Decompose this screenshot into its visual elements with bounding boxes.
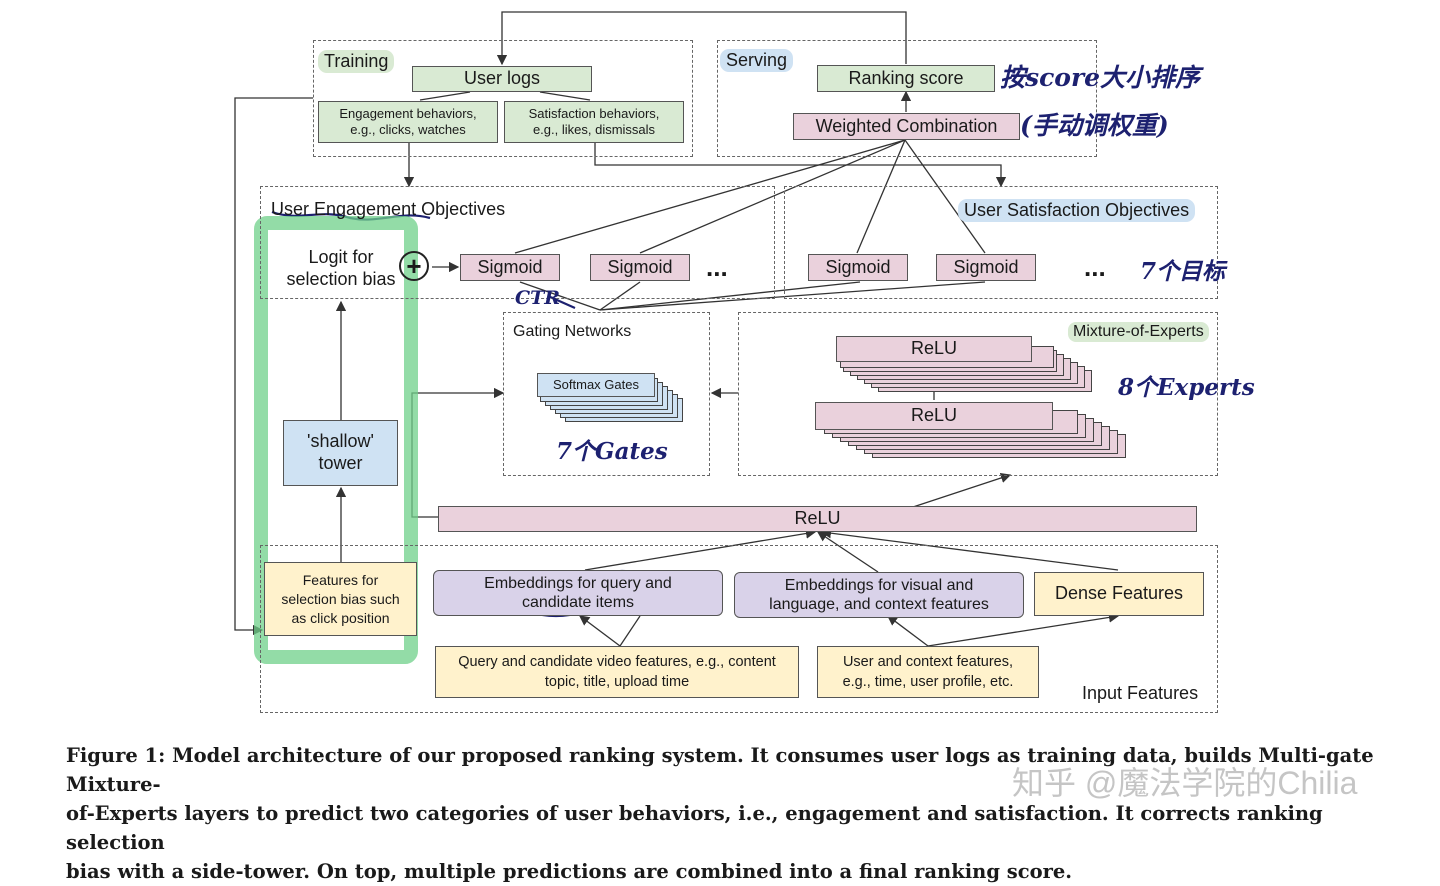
- engagement-line1: Engagement behaviors,: [339, 106, 477, 122]
- caption-line3: bias with a side-tower. On top, multiple…: [66, 860, 1073, 883]
- engagement-behaviors-box: Engagement behaviors, e.g., clicks, watc…: [318, 101, 498, 143]
- dense-features-box: Dense Features: [1034, 572, 1204, 616]
- gating-networks-region: [503, 312, 710, 476]
- satisfaction-line1: Satisfaction behaviors,: [528, 106, 660, 122]
- selection-bias-features-box: Features for selection bias such as clic…: [264, 562, 417, 636]
- moe-relu-bottom: ReLU: [815, 402, 1053, 430]
- satisfaction-objectives-region: [784, 186, 1218, 299]
- engagement-objectives-title: User Engagement Objectives: [271, 199, 506, 219]
- satisfaction-objectives-title: User Satisfaction Objectives: [958, 199, 1196, 222]
- annotation-seven-gates: 7个Gates: [556, 438, 668, 465]
- query-video-features-box: Query and candidate video features, e.g.…: [435, 646, 799, 698]
- emb-query-line1: Embeddings for query and: [484, 574, 672, 592]
- input-features-title: Input Features: [1082, 683, 1199, 703]
- selection-line2: selection bias such: [281, 590, 400, 607]
- engagement-ellipsis: ...: [706, 252, 728, 282]
- training-title: Training: [318, 50, 395, 73]
- moe-relu-top: ReLU: [836, 336, 1032, 362]
- satisfaction-behaviors-box: Satisfaction behaviors, e.g., likes, dis…: [504, 101, 684, 143]
- connector-lines: [234, 11, 1120, 679]
- query-video-line1: Query and candidate video features, e.g.…: [458, 654, 776, 670]
- shallow-line2: tower: [318, 453, 363, 473]
- annotation-ctr: CTR: [515, 287, 561, 309]
- sigmoid-satisfaction-2: Sigmoid: [936, 254, 1036, 281]
- plus-icon: +: [399, 251, 429, 281]
- caption-line1: Figure 1: Model architecture of our prop…: [66, 744, 1374, 796]
- engagement-objectives-region: [260, 186, 775, 299]
- serving-title: Serving: [720, 49, 794, 72]
- engagement-line2: e.g., clicks, watches: [350, 122, 466, 137]
- user-context-line2: e.g., time, user profile, etc.: [842, 674, 1014, 690]
- user-context-features-box: User and context features, e.g., time, u…: [817, 646, 1039, 698]
- annotation-seven-targets: 7个目标: [1140, 258, 1226, 285]
- input-features-region: [260, 545, 1218, 713]
- selection-line3: as click position: [291, 609, 390, 626]
- embeddings-query-box: Embeddings for query and candidate items: [433, 570, 723, 616]
- satisfaction-line2: e.g., likes, dismissals: [532, 122, 656, 137]
- emb-visual-line1: Embeddings for visual and: [784, 576, 974, 594]
- serving-region: [717, 40, 1097, 157]
- shallow-line1: 'shallow': [307, 431, 374, 452]
- sigmoid-satisfaction-1: Sigmoid: [808, 254, 908, 281]
- moe-title: Mixture-of-Experts: [1068, 322, 1209, 342]
- annotation-eight-experts: 8个Experts: [1118, 374, 1255, 401]
- moe-region: [738, 312, 1218, 476]
- watermark: 知乎 @魔法学院的Chilia: [1012, 765, 1358, 801]
- weighted-combination-box: Weighted Combination: [793, 113, 1020, 140]
- training-region: [313, 40, 693, 157]
- emb-visual-line2: language, and context features: [769, 596, 989, 613]
- annotation-manual-weight: (手动调权重): [1020, 111, 1169, 140]
- user-context-line1: User and context features,: [842, 654, 1014, 670]
- shared-relu-box: ReLU: [438, 506, 1197, 532]
- shallow-tower-box: 'shallow' tower: [283, 420, 398, 486]
- sigmoid-engagement-1: Sigmoid: [460, 254, 560, 281]
- satisfaction-ellipsis: ...: [1084, 252, 1106, 282]
- caption-line2: of-Experts layers to predict two categor…: [66, 802, 1323, 854]
- logit-line2: selection bias: [286, 269, 396, 289]
- annotation-score-sort: 按score大小排序: [1000, 63, 1201, 92]
- softmax-gates-box: Softmax Gates: [537, 373, 655, 397]
- query-video-line2: topic, title, upload time: [544, 674, 690, 690]
- sigmoid-engagement-2: Sigmoid: [590, 254, 690, 281]
- ranking-score-box: Ranking score: [817, 65, 995, 92]
- gating-networks-title: Gating Networks: [513, 323, 632, 340]
- embeddings-visual-box: Embeddings for visual and language, and …: [734, 572, 1024, 618]
- logit-line1: Logit for: [308, 247, 374, 267]
- emb-query-line2: candidate items: [521, 594, 635, 611]
- user-logs-box: User logs: [412, 66, 592, 92]
- logit-selection-bias: Logit for selection bias: [270, 246, 412, 290]
- selection-line1: Features for: [302, 571, 379, 588]
